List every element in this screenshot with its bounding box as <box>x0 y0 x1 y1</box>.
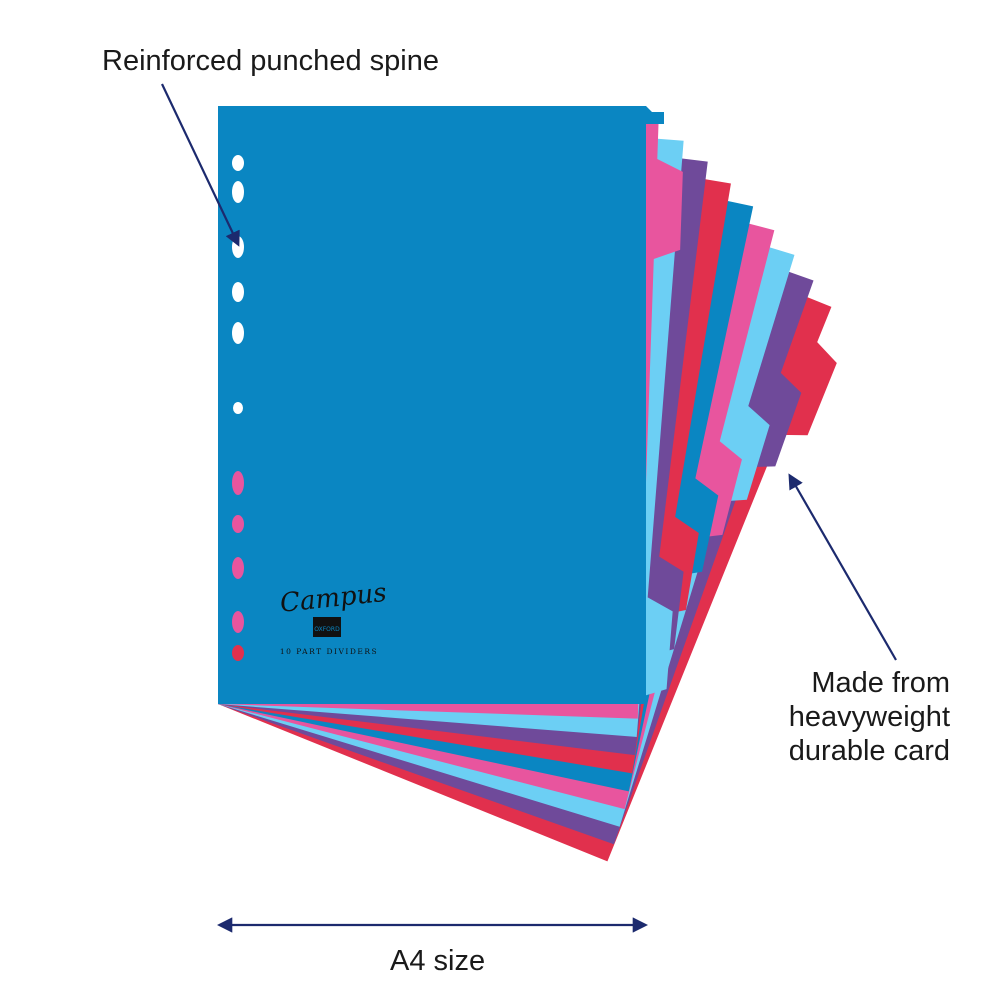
spine-arrow <box>161 83 240 247</box>
size-callout: A4 size <box>390 945 486 977</box>
punched-holes <box>232 155 244 661</box>
divider-1-front <box>218 106 664 704</box>
material-arrow <box>788 473 897 661</box>
spine-callout: Reinforced punched spine <box>102 45 439 77</box>
logo-caption: 10 PART DIVIDERS <box>280 647 378 656</box>
material-callout-line3: durable card <box>788 735 950 767</box>
annotation-arrows <box>161 83 897 933</box>
material-callout-line1: Made from <box>811 667 950 699</box>
oxford-badge <box>313 617 341 637</box>
material-callout-line2: heavyweight <box>788 701 950 733</box>
divider-stack <box>218 106 837 862</box>
logo-sub-brand: OXFORD <box>314 626 340 633</box>
material-callout: Made from heavyweight durable card <box>710 666 950 768</box>
